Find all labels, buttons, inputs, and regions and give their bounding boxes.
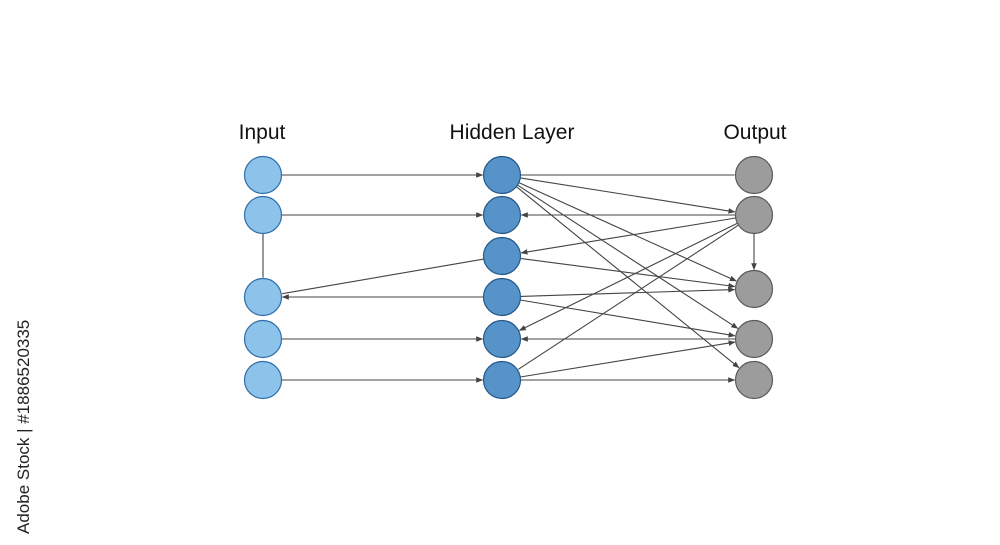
hidden-node-1: [482, 155, 522, 195]
watermark-text: Adobe Stock | #1886520335: [14, 320, 33, 534]
output-node-2: [734, 195, 774, 235]
input-node-1: [243, 155, 283, 195]
input-node-5: [243, 360, 283, 400]
hidden-node-6: [482, 360, 522, 400]
output-layer-title: Output: [723, 121, 786, 144]
output-node-4: [734, 319, 774, 359]
input-node-4: [243, 319, 283, 359]
input-node-3: [243, 277, 283, 317]
input-node-2: [243, 195, 283, 235]
hidden-node-4: [482, 277, 522, 317]
connector-6: [282, 258, 484, 295]
hidden-node-3: [482, 236, 522, 276]
hidden-node-5: [482, 319, 522, 359]
connector-9: [518, 182, 737, 282]
output-node-3: [734, 269, 774, 309]
connector-19: [518, 222, 738, 331]
hidden-node-2: [482, 195, 522, 235]
output-node-1: [734, 155, 774, 195]
connector-18: [520, 217, 736, 255]
connector-8: [520, 177, 736, 214]
nodes: [243, 155, 774, 400]
input-layer-title: Input: [239, 121, 286, 144]
output-node-5: [734, 360, 774, 400]
connector-20: [517, 224, 739, 370]
connector-14: [520, 299, 736, 338]
connector-13: [520, 287, 736, 297]
stock-watermark: Adobe Stock | #1886520335: [14, 320, 33, 534]
connector-10: [517, 184, 739, 329]
connector-15: [520, 340, 736, 378]
hidden-layer-title: Hidden Layer: [450, 121, 575, 144]
connections: [262, 172, 757, 383]
connector-12: [520, 257, 736, 289]
